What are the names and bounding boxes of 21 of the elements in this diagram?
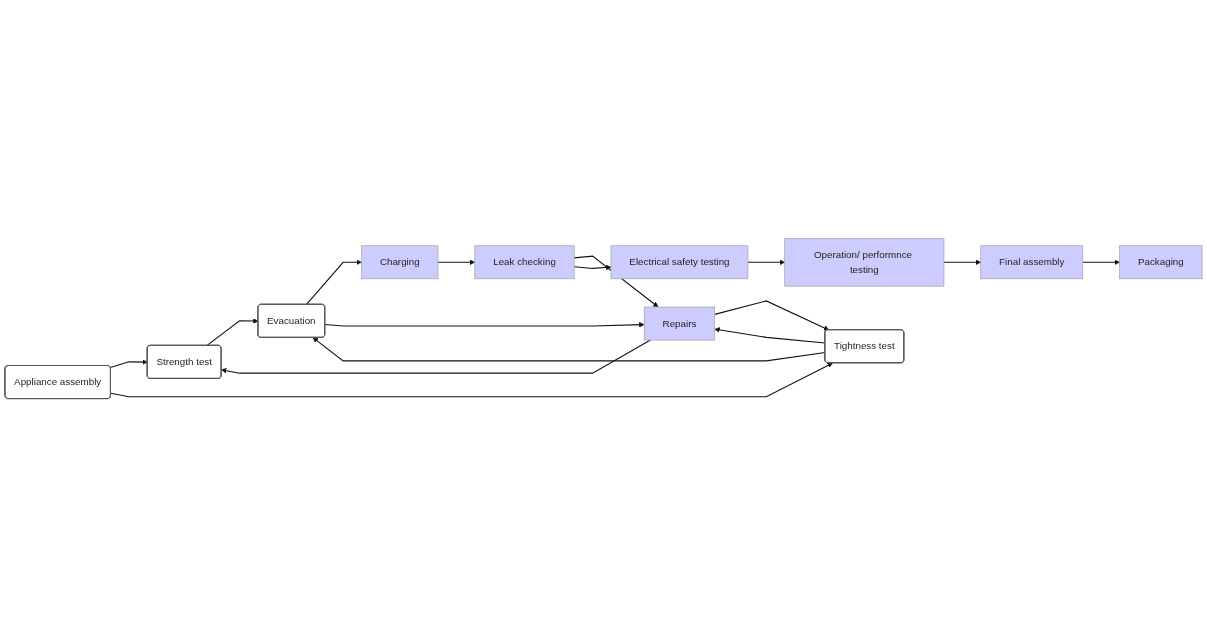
node-box: Final assembly xyxy=(980,245,1084,280)
arrow xyxy=(747,259,785,265)
arrow xyxy=(312,337,826,362)
node-box: Electrical safety testing xyxy=(610,245,749,280)
node-box: Leak checking xyxy=(474,245,575,280)
arrow xyxy=(324,322,645,328)
arrow xyxy=(305,259,362,306)
arrow xyxy=(109,359,148,368)
arrow xyxy=(714,300,830,331)
arrow xyxy=(573,264,612,271)
node-box: Charging xyxy=(361,245,439,280)
node-box: Packaging xyxy=(1119,245,1203,280)
arrow xyxy=(206,318,259,347)
arrow xyxy=(110,362,833,398)
node-box: Repairs xyxy=(643,306,716,341)
arrow xyxy=(573,255,659,308)
arrow xyxy=(943,259,981,265)
node-box: Operation/ performnce testing xyxy=(784,238,945,287)
arrow xyxy=(1082,259,1120,265)
arrow xyxy=(437,259,476,265)
arrow xyxy=(714,327,826,344)
